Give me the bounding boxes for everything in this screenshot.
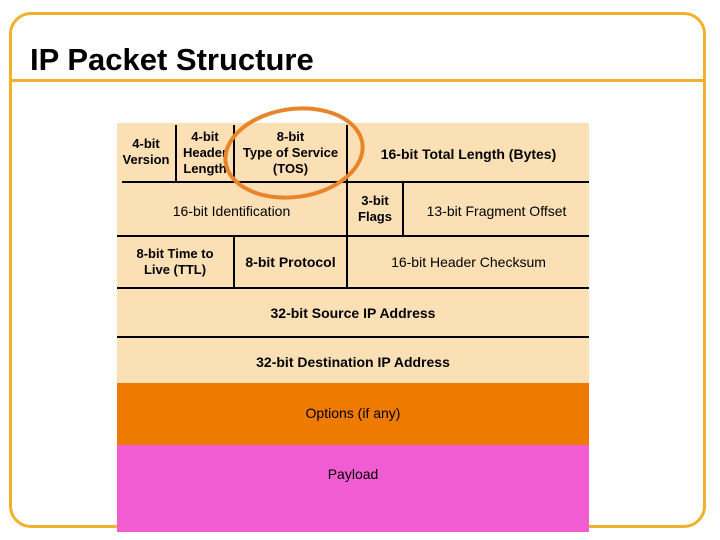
payload-block — [117, 445, 589, 532]
row1-bottom-line-right — [347, 181, 589, 183]
row4-bottom-line — [117, 336, 589, 338]
slide-title: IP Packet Structure — [30, 42, 314, 77]
options-label: Options (if any) — [305, 405, 401, 421]
checksum-field: 16-bit Header Checksum — [391, 254, 546, 270]
options-block — [117, 383, 589, 445]
tos-field: 8-bit Type of Service (TOS) — [242, 129, 339, 176]
version-field: 4-bit Version — [122, 136, 170, 167]
title-bar — [10, 12, 704, 82]
ttl-divider — [233, 236, 235, 288]
hlen-divider — [233, 125, 235, 182]
highlight-ellipse — [223, 106, 365, 200]
destination-ip-field: 32-bit Destination IP Address — [256, 354, 450, 370]
flags-divider — [402, 183, 404, 236]
payload-label: Payload — [327, 466, 379, 482]
protocol-field: 8-bit Protocol — [245, 254, 336, 270]
fragment-offset-field: 13-bit Fragment Offset — [426, 203, 567, 219]
source-ip-field: 32-bit Source IP Address — [270, 305, 436, 321]
version-divider — [175, 125, 177, 182]
row2-bottom-line — [117, 235, 589, 237]
ttl-field: 8-bit Time to Live (TTL) — [136, 246, 214, 277]
total-length-field: 16-bit Total Length (Bytes) — [380, 146, 557, 162]
header-length-field: 4-bit Header Length — [182, 129, 228, 176]
tos-divider — [346, 125, 348, 288]
identification-field: 16-bit Identification — [172, 203, 291, 219]
row3-bottom-line — [117, 287, 589, 289]
flags-field: 3-bit Flags — [358, 193, 392, 224]
